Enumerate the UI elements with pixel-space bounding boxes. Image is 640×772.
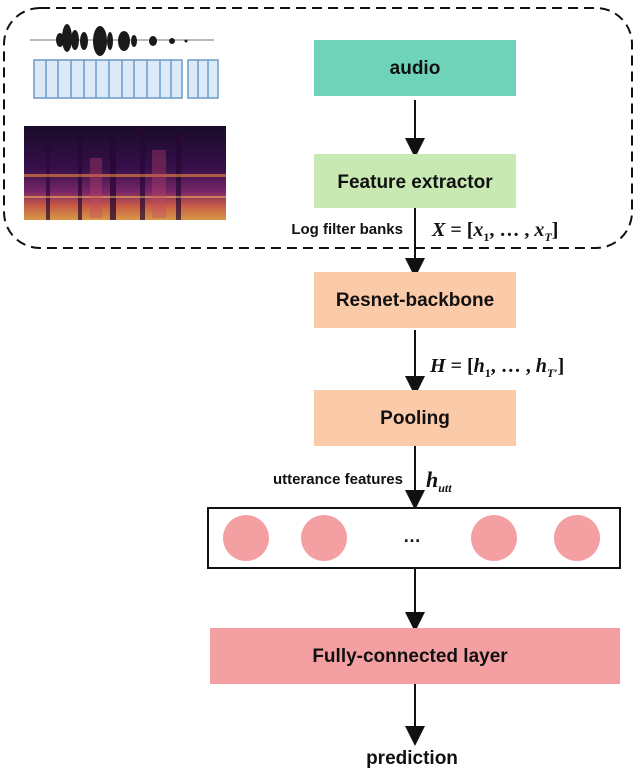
feature-extractor-box (314, 154, 516, 208)
utterance-features-vector (207, 507, 621, 569)
h-equation: H = [h1, … , hT′] (429, 355, 564, 380)
audio-label: audio (390, 58, 441, 79)
pooling-label: Pooling (380, 408, 450, 429)
feature-node (301, 515, 347, 561)
feature-extractor-label: Feature extractor (337, 172, 493, 193)
fully-connected-layer-box (210, 628, 620, 684)
resnet-backbone-label: Resnet-backbone (336, 290, 494, 311)
feature-ellipsis: … (403, 526, 421, 546)
log-filter-banks-label: Log filter banks (291, 221, 403, 238)
prediction-label: prediction (366, 748, 458, 769)
pooling-box (314, 390, 516, 446)
spectrogram-icon (24, 126, 226, 220)
utterance-features-label: utterance features (273, 471, 403, 488)
x-equation: X = [x1, … , xT] (431, 219, 558, 244)
fully-connected-layer-label: Fully-connected layer (312, 646, 508, 667)
feature-node (554, 515, 600, 561)
h-utt-label: hutt (426, 467, 452, 495)
feature-node (471, 515, 517, 561)
audio-box (314, 40, 516, 96)
front-end-dashed-region (3, 7, 633, 249)
resnet-backbone-box (314, 272, 516, 328)
waveform-icon (30, 24, 214, 56)
frame-blocks-icon (33, 59, 219, 99)
feature-node (223, 515, 269, 561)
